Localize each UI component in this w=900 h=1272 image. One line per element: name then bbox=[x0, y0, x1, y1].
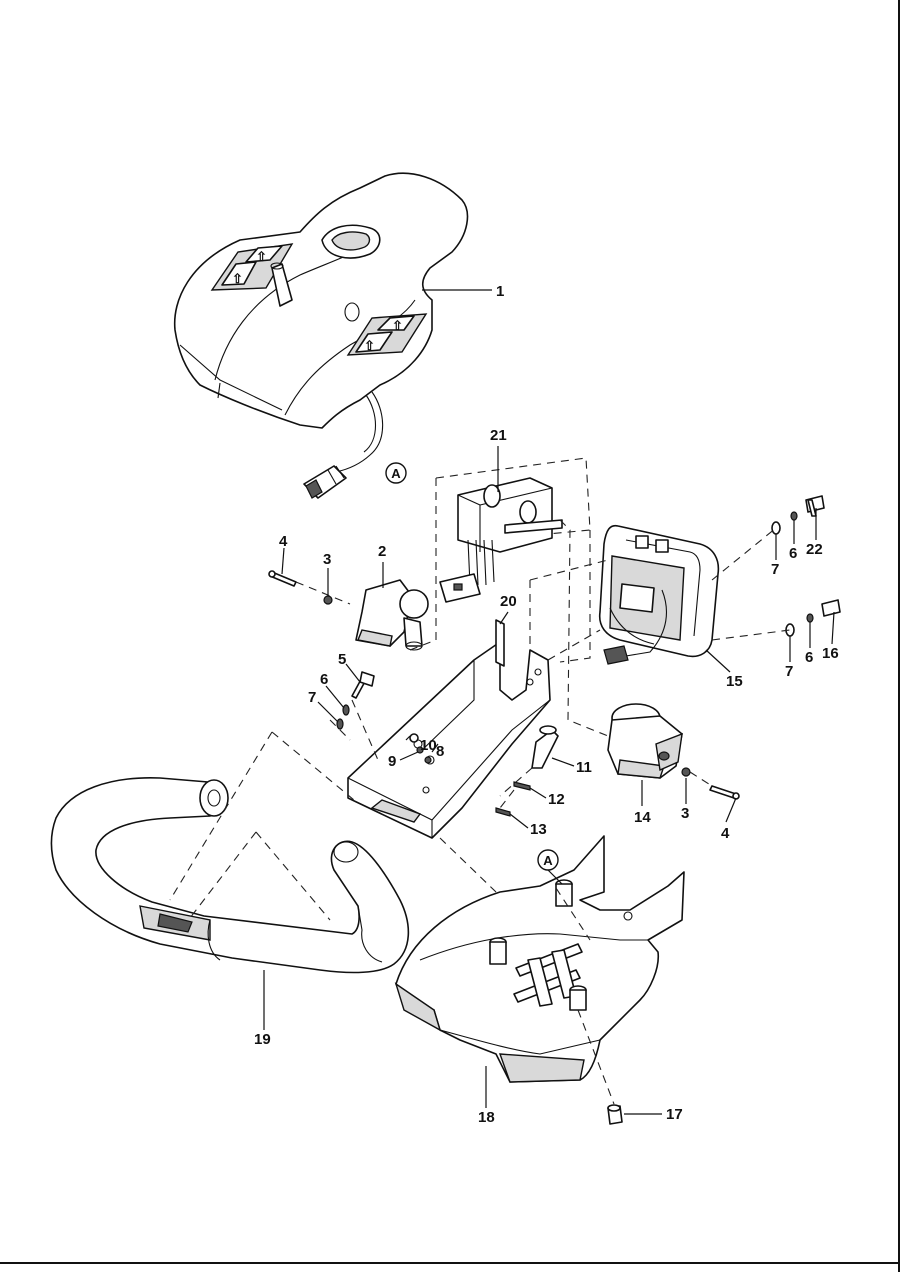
part-21-bracket bbox=[439, 477, 563, 603]
callout-16: 16 bbox=[822, 645, 839, 662]
connector-reference-a-top: A bbox=[385, 462, 407, 484]
callout-20: 20 bbox=[500, 593, 517, 610]
arrow-down-symbol-2: ⇧ bbox=[392, 318, 403, 333]
part-2-left-housing bbox=[355, 579, 429, 651]
part-1-top-cover: ⇧ ⇧ ⇧ ⇧ bbox=[173, 172, 469, 499]
callout-9: 9 bbox=[388, 753, 396, 770]
callout-13: 13 bbox=[530, 821, 547, 838]
part-18-lower-cover bbox=[394, 835, 685, 1083]
callout-5: 5 bbox=[338, 651, 346, 668]
callout-6-lower: 6 bbox=[805, 649, 813, 666]
leader-lines bbox=[263, 289, 835, 1115]
arrow-down-symbol: ⇧ bbox=[364, 338, 375, 353]
callout-3: 3 bbox=[323, 551, 331, 568]
callout-6: 6 bbox=[320, 671, 328, 688]
arrow-up-symbol: ⇧ bbox=[232, 271, 243, 286]
callout-15: 15 bbox=[726, 673, 743, 690]
callout-3-right: 3 bbox=[681, 805, 689, 822]
right-border bbox=[898, 0, 900, 1272]
callout-12: 12 bbox=[548, 791, 565, 808]
callout-7: 7 bbox=[308, 689, 316, 706]
callout-4-right: 4 bbox=[721, 825, 730, 842]
callout-numbers: 1 21 2 3 4 5 6 7 8 9 10 20 11 12 13 14 3… bbox=[254, 283, 839, 1126]
callout-19: 19 bbox=[254, 1031, 271, 1048]
callout-22: 22 bbox=[806, 541, 823, 558]
callout-1: 1 bbox=[496, 283, 504, 300]
callout-2: 2 bbox=[378, 543, 386, 560]
callout-7-lower: 7 bbox=[785, 663, 793, 680]
bottom-rule bbox=[0, 1262, 900, 1264]
callout-6-upper: 6 bbox=[789, 545, 797, 562]
arrow-up-symbol-2: ⇧ bbox=[256, 249, 267, 264]
part-15-display bbox=[598, 524, 720, 665]
connector-reference-a-bottom: A bbox=[537, 849, 563, 885]
svg-text:A: A bbox=[543, 853, 553, 868]
svg-text:A: A bbox=[391, 466, 401, 481]
part-19-handle bbox=[50, 777, 410, 974]
callout-18: 18 bbox=[478, 1109, 495, 1126]
callout-7-upper: 7 bbox=[771, 561, 779, 578]
part-14-right-housing bbox=[607, 703, 683, 779]
callout-17: 17 bbox=[666, 1106, 683, 1123]
callout-4: 4 bbox=[279, 533, 288, 550]
callout-8: 8 bbox=[436, 743, 444, 760]
callout-10: 10 bbox=[420, 737, 437, 754]
assembly-lines bbox=[169, 457, 791, 1105]
callout-14: 14 bbox=[634, 809, 651, 826]
callout-21: 21 bbox=[490, 427, 507, 444]
part-20-channel bbox=[347, 619, 551, 839]
callout-11: 11 bbox=[576, 759, 592, 776]
